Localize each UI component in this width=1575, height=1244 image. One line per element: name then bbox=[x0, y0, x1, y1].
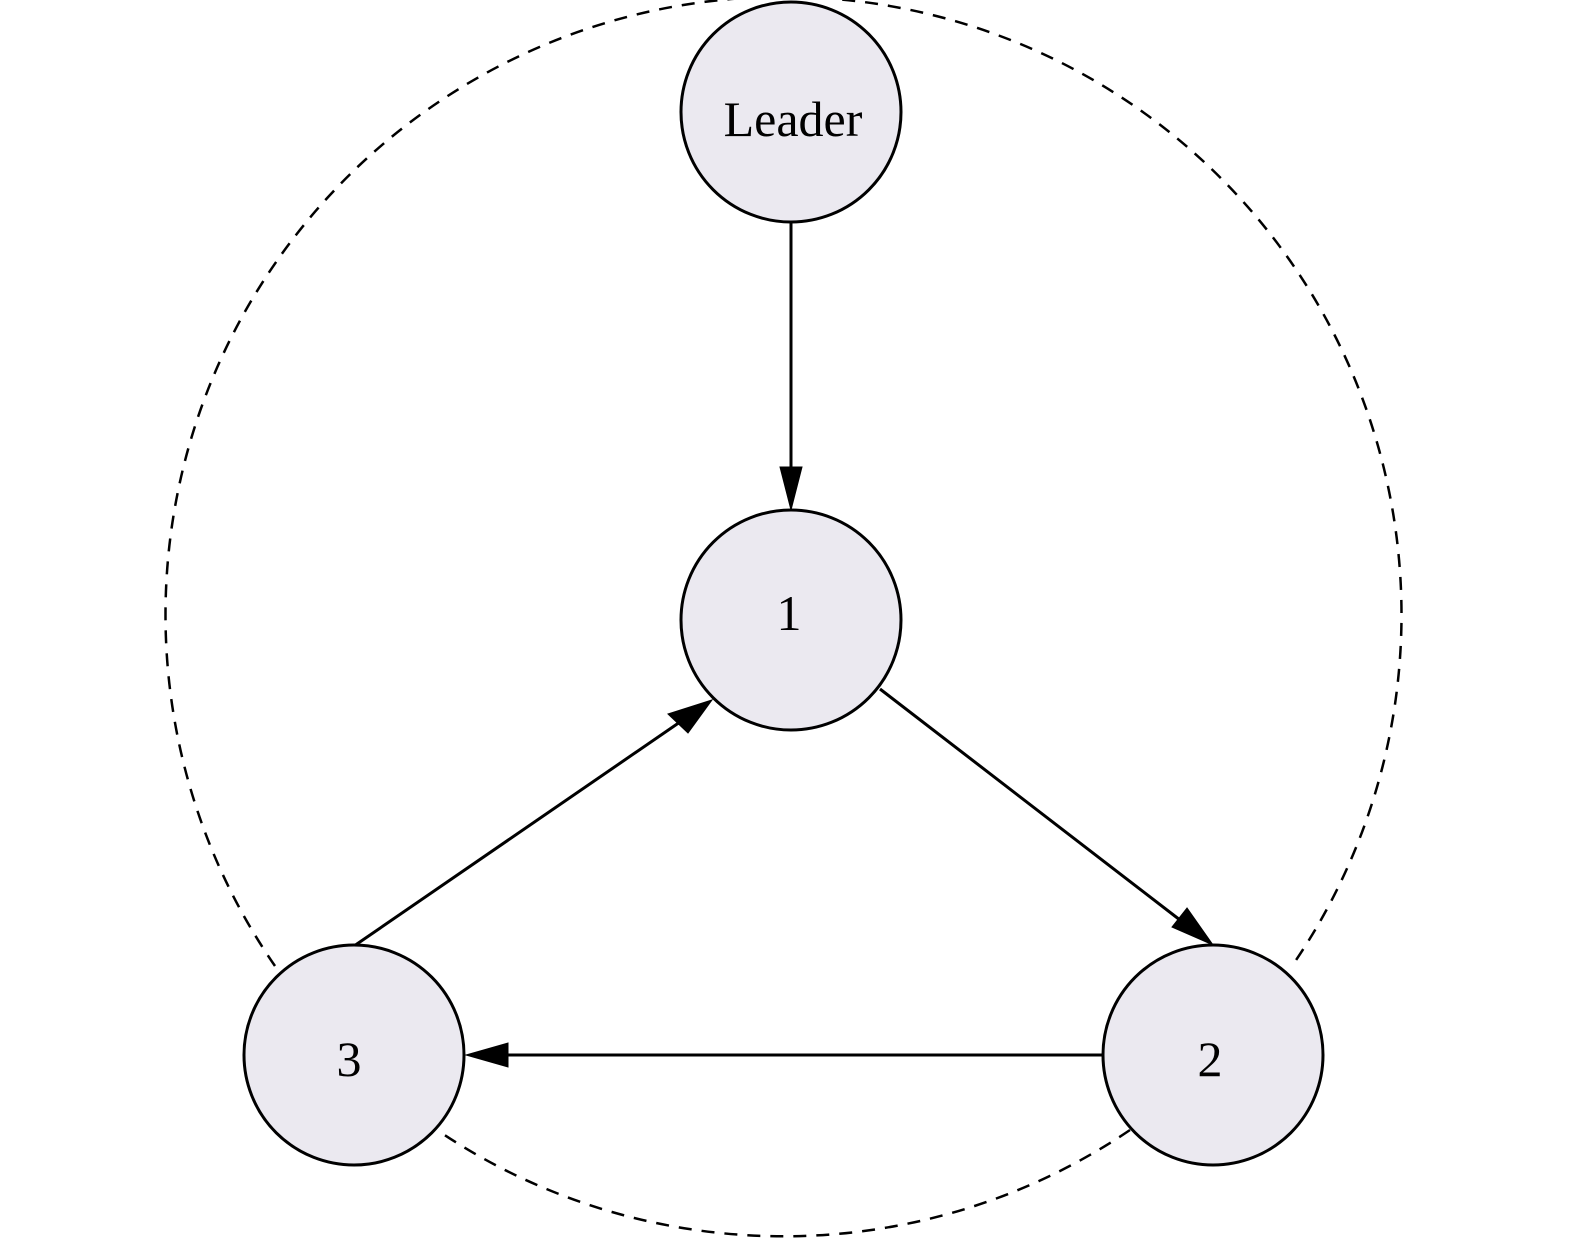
edge-2-to-3 bbox=[464, 1042, 1103, 1068]
edge-leader-to-1 bbox=[779, 222, 803, 511]
edge-1-to-2 bbox=[879, 687, 1215, 947]
node-label-2: 2 bbox=[1198, 1031, 1223, 1087]
node-1: 1 bbox=[679, 508, 903, 732]
node-label-1: 1 bbox=[777, 585, 802, 641]
arrowhead bbox=[464, 1042, 509, 1068]
boundary-arc-lower bbox=[436, 1128, 1131, 1238]
arrowhead bbox=[1171, 907, 1215, 947]
node-2: 2 bbox=[1101, 943, 1325, 1167]
node-label-3: 3 bbox=[337, 1031, 362, 1087]
arrowhead bbox=[667, 699, 714, 734]
edge-3-to-1 bbox=[353, 699, 714, 948]
node-3: 3 bbox=[242, 943, 466, 1167]
node-label-leader: Leader bbox=[724, 91, 863, 147]
node-leader: Leader bbox=[679, 0, 903, 224]
arrowhead bbox=[779, 466, 803, 511]
